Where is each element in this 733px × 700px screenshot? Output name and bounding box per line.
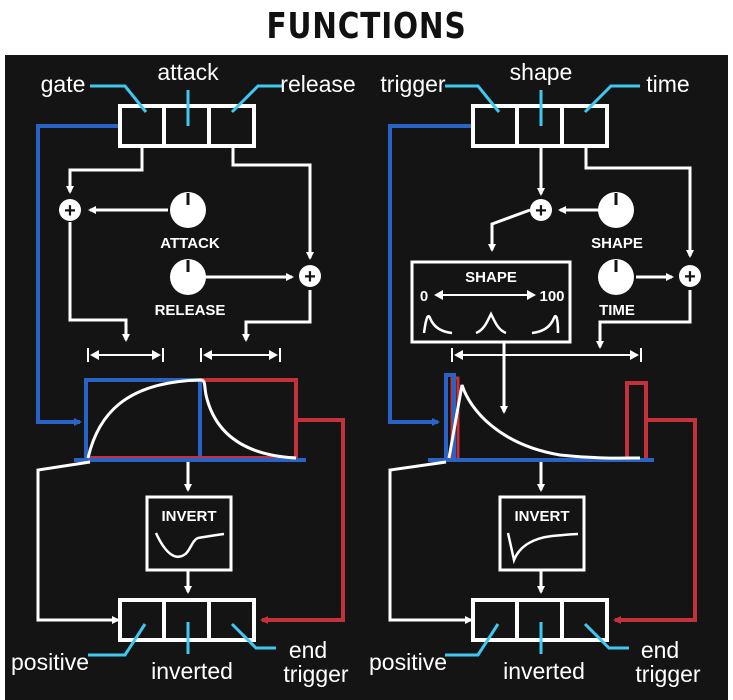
attack-knob-label: ATTACK xyxy=(160,235,220,252)
right-inverted-label: inverted xyxy=(503,658,585,684)
diagram-title: FUNCTIONS xyxy=(266,6,467,47)
attack-label: attack xyxy=(157,59,219,85)
gate-jack[interactable] xyxy=(126,112,158,140)
trigger-label: trigger xyxy=(380,71,446,97)
shape-box-min: 0 xyxy=(420,288,428,305)
panel-background xyxy=(5,55,728,700)
left-inverted-label: inverted xyxy=(151,658,233,684)
left-end-trigger-jack[interactable] xyxy=(215,606,248,634)
shape-label: shape xyxy=(510,59,573,85)
shape-knob-label: SHAPE xyxy=(591,235,643,252)
shape-knob[interactable] xyxy=(598,192,634,228)
attack-sum-node: + xyxy=(59,199,81,222)
time-knob-label: TIME xyxy=(599,302,635,319)
gate-signal-line xyxy=(36,124,118,426)
right-end-label: end xyxy=(641,637,679,663)
right-positive-label: positive xyxy=(369,649,447,675)
left-invert-label: INVERT xyxy=(161,508,216,525)
right-trigger-label: trigger xyxy=(635,661,701,687)
right-invert-box: INVERT xyxy=(498,495,586,572)
release-knob-label: RELEASE xyxy=(155,302,226,319)
left-end-label: end xyxy=(289,637,327,663)
svg-text:+: + xyxy=(535,200,547,222)
time-knob[interactable] xyxy=(598,259,634,295)
release-sum-node: + xyxy=(299,265,321,288)
gate-lead xyxy=(90,84,148,113)
release-jack[interactable] xyxy=(215,112,248,140)
release-knob[interactable] xyxy=(170,259,206,295)
time-sum-node: + xyxy=(679,265,701,288)
attack-range-arrow xyxy=(87,348,164,362)
left-positive-label: positive xyxy=(11,649,89,675)
svg-text:+: + xyxy=(684,266,696,288)
svg-text:+: + xyxy=(64,200,76,222)
gate-label: gate xyxy=(41,71,86,97)
left-diagram: gate attack release + + ATTACK RELEASE xyxy=(11,59,356,687)
right-end-trigger-jack[interactable] xyxy=(568,606,601,634)
right-diagram: trigger shape time + + SHAPE TIME xyxy=(369,59,701,687)
shape-box: SHAPE 0 100 xyxy=(410,260,572,344)
left-envelope-graph xyxy=(74,378,306,462)
shape-sum-node: + xyxy=(530,199,552,222)
left-invert-box: INVERT xyxy=(145,495,233,572)
time-range-arrow xyxy=(451,348,642,362)
left-trigger-label: trigger xyxy=(283,661,349,687)
right-invert-label: INVERT xyxy=(514,508,569,525)
svg-text:+: + xyxy=(304,266,316,288)
shape-box-title: SHAPE xyxy=(465,269,517,286)
time-jack[interactable] xyxy=(568,112,601,140)
shape-box-max: 100 xyxy=(539,288,564,305)
end-signal-line xyxy=(260,418,345,624)
release-lead xyxy=(230,84,283,114)
time-label: time xyxy=(646,71,689,97)
release-range-arrow xyxy=(200,348,281,362)
trigger-jack[interactable] xyxy=(479,112,511,140)
release-label: release xyxy=(280,71,355,97)
attack-knob[interactable] xyxy=(170,192,206,228)
